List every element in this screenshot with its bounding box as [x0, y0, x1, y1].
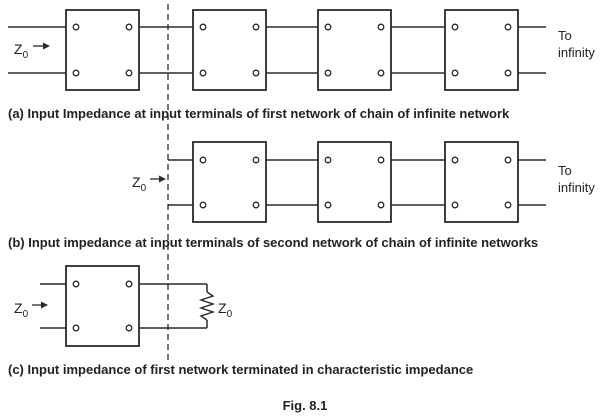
- arrowhead-icon: [159, 175, 166, 183]
- network-box-1: [65, 265, 140, 347]
- arrowhead-icon: [41, 301, 48, 309]
- caption-c: (c) Input impedance of first network ter…: [8, 362, 473, 377]
- network-box-2: [192, 9, 267, 91]
- load-impedance-label: Z0: [218, 300, 233, 320]
- caption-b: (b) Input impedance at input terminals o…: [8, 235, 538, 250]
- network-box-3: [317, 9, 392, 91]
- figure-label: Fig. 8.1: [283, 398, 328, 413]
- network-box-4: [444, 9, 519, 91]
- input-impedance-label: Z0: [14, 41, 29, 61]
- to-infinity-label-line2: infinity: [558, 45, 595, 60]
- resistor-icon: [198, 291, 216, 321]
- diagram-part-a: Z0 To infinity (a) Input Impedance at in…: [8, 9, 595, 121]
- network-box-2: [192, 141, 267, 223]
- terminals: [72, 280, 133, 332]
- input-impedance-label: Z0: [132, 174, 147, 194]
- network-box-4: [444, 141, 519, 223]
- to-infinity-label-line1: To: [558, 28, 572, 43]
- caption-a: (a) Input Impedance at input terminals o…: [8, 106, 510, 121]
- input-impedance-label: Z0: [14, 300, 29, 320]
- to-infinity-label-line1: To: [558, 163, 572, 178]
- terminals: [199, 156, 512, 209]
- network-box-1: [65, 9, 140, 91]
- arrowhead-icon: [43, 42, 50, 50]
- terminals: [72, 23, 512, 77]
- diagram-part-b: Z0 To infinity (b) Input impedance at in…: [8, 141, 595, 250]
- diagram-part-c: Z0 Z0 (c) Input impedance of first netwo…: [8, 265, 473, 377]
- to-infinity-label-line2: infinity: [558, 180, 595, 195]
- network-box-3: [317, 141, 392, 223]
